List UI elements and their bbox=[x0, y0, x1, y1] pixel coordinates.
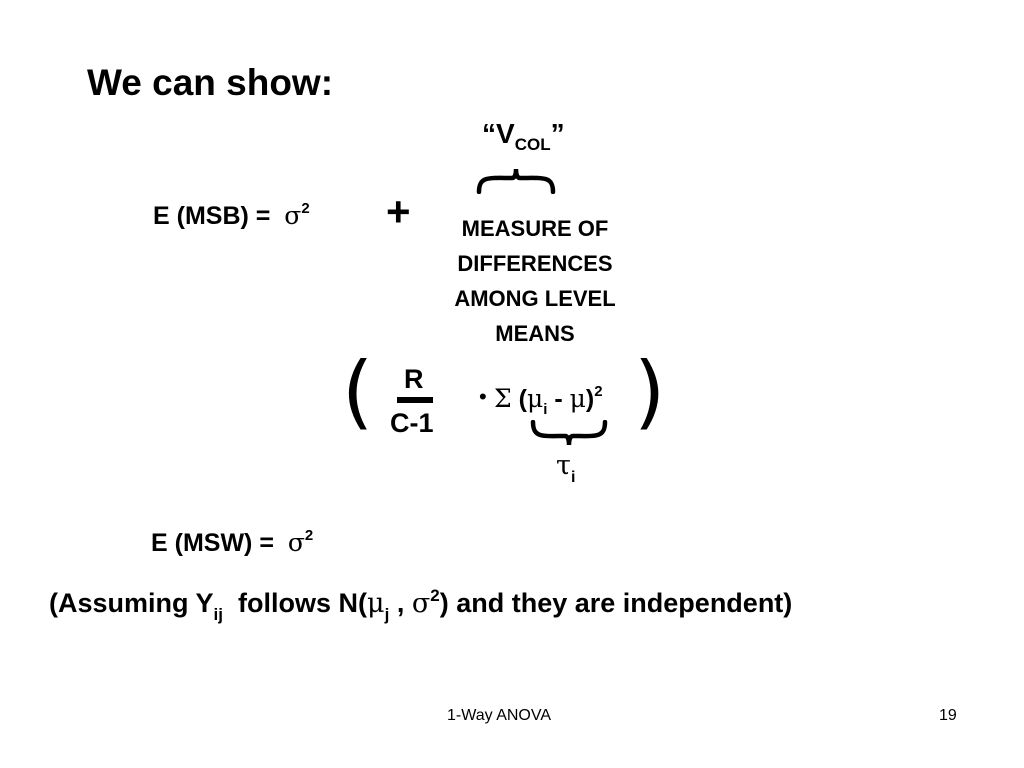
fraction-bar bbox=[397, 397, 433, 403]
measure-line: DIFFERENCES bbox=[457, 251, 613, 276]
sum-expression: Σ (μi - μ)2 bbox=[494, 383, 603, 418]
measure-line: MEASURE OF bbox=[461, 216, 609, 241]
dot-operator: • bbox=[479, 384, 487, 409]
mu-i-subscript: i bbox=[543, 401, 548, 418]
big-paren-close: ) bbox=[634, 345, 666, 438]
tau-label: τi bbox=[556, 450, 575, 486]
sum-open-paren: ( bbox=[518, 385, 527, 413]
measure-line: MEANS bbox=[495, 321, 575, 346]
vcol-label: “VCOL” bbox=[482, 118, 565, 154]
vcol-letter: V bbox=[496, 118, 515, 149]
tau-symbol: τ bbox=[556, 450, 571, 481]
assumption-part3: ) and they are independent) bbox=[439, 588, 793, 618]
assumption-part2: follows N( bbox=[238, 588, 367, 618]
y-subscript: ij bbox=[213, 605, 223, 624]
page-number: 19 bbox=[939, 707, 957, 724]
assumption-sigma: σ bbox=[411, 588, 431, 619]
bottom-brace-icon bbox=[530, 420, 608, 446]
big-paren-open: ( bbox=[342, 345, 374, 438]
assumption-exponent: 2 bbox=[430, 586, 440, 605]
mu: μ bbox=[569, 384, 586, 413]
mu-j-subscript: j bbox=[384, 605, 390, 624]
assumption-part1: (Assuming Y bbox=[49, 588, 214, 618]
emsw-expression: E (MSW) = σ2 bbox=[151, 527, 314, 558]
measure-line: AMONG LEVEL bbox=[454, 286, 616, 311]
fraction-numerator: R bbox=[404, 364, 424, 394]
sum-close-paren: ) bbox=[585, 385, 595, 413]
emsw-exponent: 2 bbox=[304, 527, 314, 544]
assumption-mu: μ bbox=[367, 588, 385, 619]
top-brace-icon bbox=[476, 168, 556, 194]
fraction-denominator: C-1 bbox=[390, 408, 434, 438]
vcol-subscript: COL bbox=[514, 135, 551, 154]
assumption-text: (Assuming Yij follows N(μj , σ2) and the… bbox=[49, 586, 793, 624]
emsb-exponent: 2 bbox=[301, 200, 310, 217]
vcol-quote-open: “ bbox=[482, 118, 496, 149]
emsb-expression: E (MSB) = σ2 bbox=[153, 200, 310, 231]
emsw-lhs: E (MSW) = bbox=[151, 529, 274, 557]
measure-text: MEASURE OF DIFFERENCES AMONG LEVEL MEANS bbox=[420, 211, 650, 351]
slide-title: We can show: bbox=[87, 62, 334, 103]
sum-exponent: 2 bbox=[594, 383, 603, 400]
footer-title: 1-Way ANOVA bbox=[447, 707, 552, 724]
emsb-lhs: E (MSB) = bbox=[153, 202, 271, 230]
tau-subscript: i bbox=[570, 469, 576, 486]
assumption-comma: , bbox=[396, 588, 405, 618]
sum-symbol: Σ bbox=[494, 384, 512, 413]
emsw-sigma: σ bbox=[287, 528, 305, 557]
mu-i: μ bbox=[526, 384, 544, 413]
vcol-quote-close: ” bbox=[550, 118, 565, 149]
minus-sign: - bbox=[554, 385, 563, 413]
emsb-sigma: σ bbox=[284, 201, 302, 230]
plus-sign: + bbox=[386, 188, 411, 235]
